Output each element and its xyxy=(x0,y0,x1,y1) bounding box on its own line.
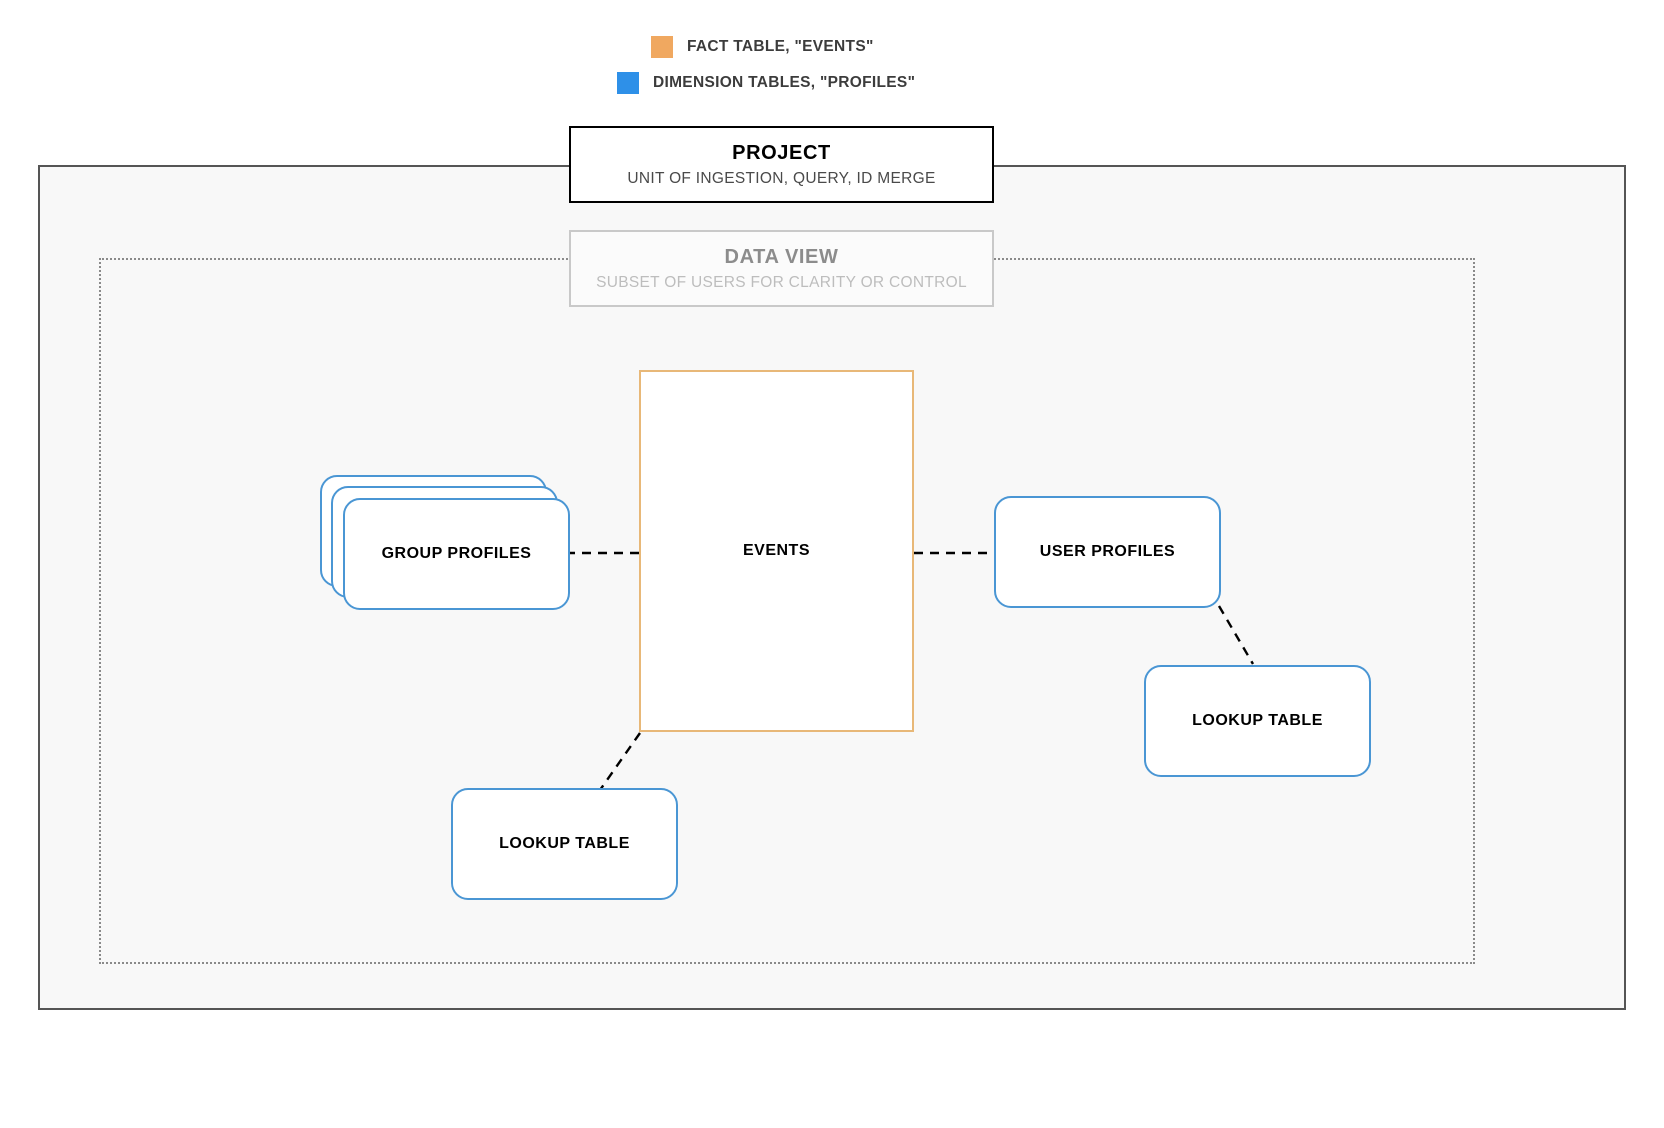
project-box[interactable]: PROJECT UNIT OF INGESTION, QUERY, ID MER… xyxy=(569,126,994,203)
data-view-subtitle: SUBSET OF USERS FOR CLARITY OR CONTROL xyxy=(596,273,967,291)
legend-label-dimension-tables: DIMENSION TABLES, "PROFILES" xyxy=(653,74,916,91)
node-lookup-table-left[interactable]: LOOKUP TABLE xyxy=(451,788,678,900)
node-user-profiles-label: USER PROFILES xyxy=(1039,543,1176,560)
node-lookup-table-left-label: LOOKUP TABLE xyxy=(499,835,630,852)
project-title: PROJECT xyxy=(732,141,831,164)
node-group-profiles-label: GROUP PROFILES xyxy=(381,545,532,562)
legend-item-fact-table: FACT TABLE, "EVENTS" xyxy=(651,36,874,58)
node-lookup-table-right[interactable]: LOOKUP TABLE xyxy=(1144,665,1371,777)
data-view-title: DATA VIEW xyxy=(724,245,839,268)
node-user-profiles[interactable]: USER PROFILES xyxy=(994,496,1221,608)
data-view-box[interactable]: DATA VIEW SUBSET OF USERS FOR CLARITY OR… xyxy=(569,230,994,307)
group-profiles-card-front[interactable]: GROUP PROFILES xyxy=(343,498,570,610)
project-subtitle: UNIT OF INGESTION, QUERY, ID MERGE xyxy=(627,169,936,187)
blue-square-swatch xyxy=(617,72,639,94)
node-events-label: EVENTS xyxy=(742,542,810,559)
node-group-profiles[interactable]: GROUP PROFILES xyxy=(320,475,570,610)
orange-square-swatch xyxy=(651,36,673,58)
legend-item-dimension-tables: DIMENSION TABLES, "PROFILES" xyxy=(617,72,915,94)
node-lookup-table-right-label: LOOKUP TABLE xyxy=(1192,712,1323,729)
node-events[interactable]: EVENTS xyxy=(639,370,914,732)
legend-label-fact-table: FACT TABLE, "EVENTS" xyxy=(687,38,874,55)
